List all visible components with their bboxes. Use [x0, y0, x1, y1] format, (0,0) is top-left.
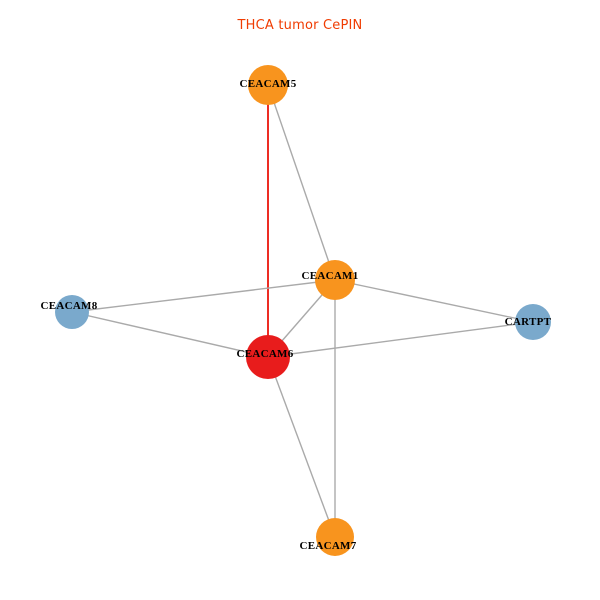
node-ceacam7[interactable]	[316, 518, 354, 556]
page-title: THCA tumor CePIN	[237, 18, 363, 33]
node-ceacam1[interactable]	[315, 260, 355, 300]
edge-ceacam6-ceacam8	[71, 311, 269, 358]
node-ceacam8[interactable]	[55, 295, 89, 329]
node-ceacam6[interactable]	[246, 335, 290, 379]
edge-layer	[71, 84, 534, 538]
edge-ceacam6-cartpt	[267, 321, 534, 358]
edge-ceacam1-ceacam8	[71, 279, 336, 313]
edge-ceacam5-ceacam1	[267, 84, 336, 281]
node-cartpt[interactable]	[515, 304, 551, 340]
node-ceacam5[interactable]	[248, 65, 288, 105]
edge-ceacam6-ceacam7	[267, 356, 336, 538]
node-layer	[55, 65, 551, 556]
edge-ceacam1-cartpt	[334, 279, 534, 323]
